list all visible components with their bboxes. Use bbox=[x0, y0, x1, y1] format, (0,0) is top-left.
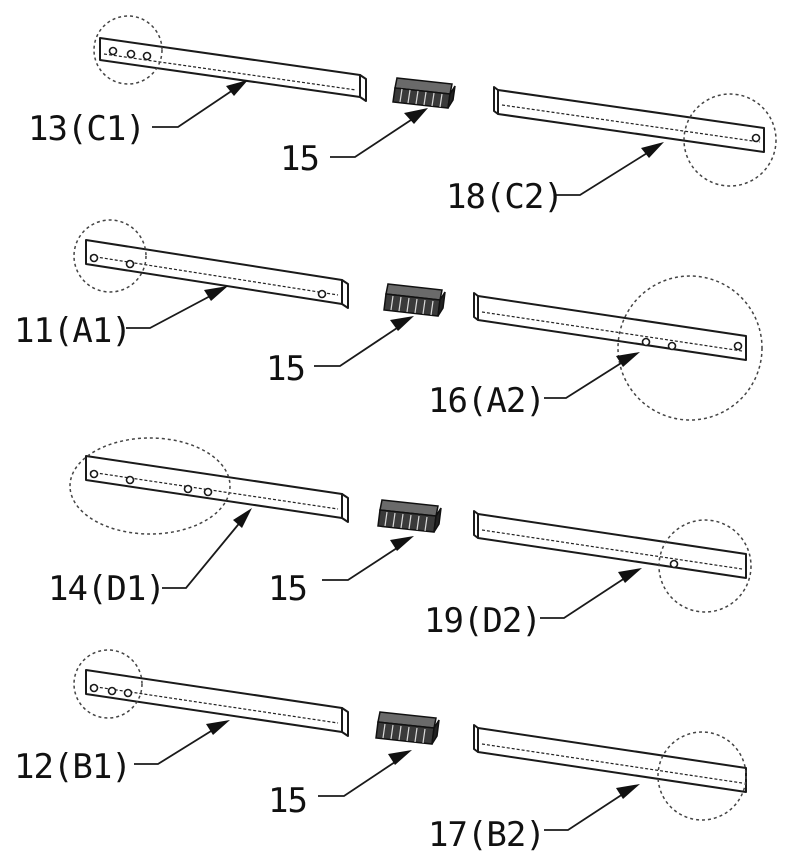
leader-15-row2 bbox=[314, 316, 414, 367]
rail-16-a2 bbox=[473, 275, 763, 421]
connector-15-row4 bbox=[375, 711, 440, 745]
rail-17-b2 bbox=[473, 724, 747, 821]
connector-15-row1 bbox=[392, 77, 456, 109]
callout-circle-19 bbox=[658, 519, 752, 613]
callout-ellipse-14 bbox=[69, 437, 231, 535]
leader-13 bbox=[152, 80, 248, 128]
label-17-b2: 17(B2) bbox=[428, 815, 545, 855]
rail-14-d1 bbox=[69, 437, 349, 535]
label-11-a1: 11(A1) bbox=[14, 311, 131, 351]
label-14-d1: 14(D1) bbox=[48, 569, 165, 609]
callout-circle-18 bbox=[683, 93, 777, 187]
callout-circle-13 bbox=[93, 15, 163, 85]
leader-14 bbox=[162, 508, 252, 589]
callout-circle-12 bbox=[73, 649, 143, 719]
leader-18 bbox=[556, 142, 664, 196]
label-15-row4: 15 bbox=[268, 781, 307, 821]
rail-19-d2 bbox=[473, 510, 752, 613]
row-3: 14(D1) 15 19(D2) bbox=[48, 437, 752, 641]
row-2: 11(A1) 15 16(A2) bbox=[14, 219, 763, 421]
leader-16 bbox=[544, 352, 640, 399]
label-13-c1: 13(C1) bbox=[28, 109, 145, 149]
connector-15-row3 bbox=[377, 499, 442, 533]
rail-12-b1 bbox=[73, 649, 349, 737]
leader-12 bbox=[134, 720, 230, 765]
label-16-a2: 16(A2) bbox=[428, 381, 545, 421]
label-19-d2: 19(D2) bbox=[424, 601, 541, 641]
leader-15-row3 bbox=[322, 536, 414, 581]
label-15-row2: 15 bbox=[266, 349, 305, 389]
callout-circle-17 bbox=[657, 731, 747, 821]
leader-19 bbox=[540, 568, 642, 619]
label-15-row1: 15 bbox=[280, 139, 319, 179]
callout-circle-16 bbox=[617, 275, 763, 421]
callout-circle-11 bbox=[73, 219, 147, 293]
label-18-c2: 18(C2) bbox=[446, 177, 563, 217]
rail-11-a1 bbox=[73, 219, 349, 309]
label-12-b1: 12(B1) bbox=[14, 747, 131, 787]
row-1: 13(C1) 15 18(C2) bbox=[28, 15, 777, 217]
leader-17 bbox=[544, 784, 640, 831]
rail-13-c1 bbox=[93, 15, 367, 102]
rail-18-c2 bbox=[493, 86, 777, 187]
connector-15-row2 bbox=[383, 283, 446, 317]
row-4: 12(B1) 15 17(B2) bbox=[14, 649, 747, 855]
leader-15-row1 bbox=[330, 108, 428, 158]
leader-15-row4 bbox=[318, 750, 412, 797]
label-15-row3: 15 bbox=[268, 569, 307, 609]
leader-11 bbox=[126, 286, 228, 329]
